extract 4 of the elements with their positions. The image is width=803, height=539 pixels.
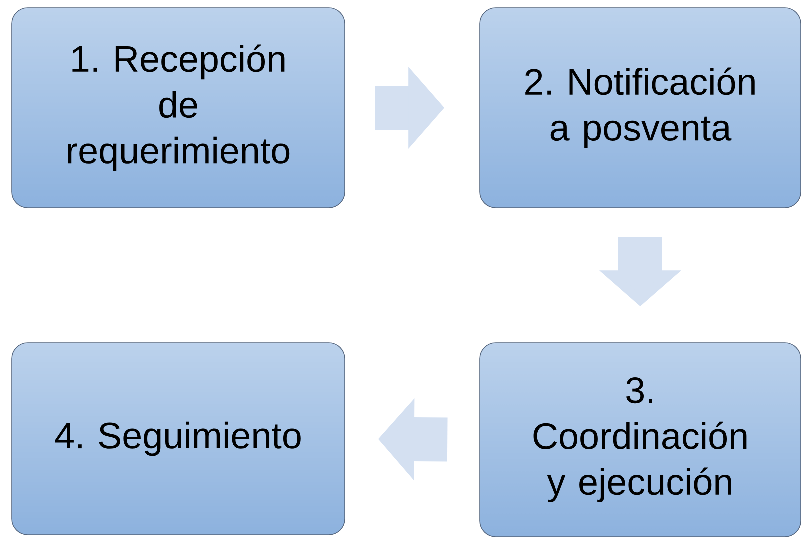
process-box: 1. Recepción de requerimiento	[12, 8, 346, 208]
process-box: 3. Coordinación y ejecución	[480, 342, 802, 538]
process-box: 4. Seguimiento	[12, 342, 346, 536]
process-box: 2. Notificación a posventa	[480, 8, 802, 208]
